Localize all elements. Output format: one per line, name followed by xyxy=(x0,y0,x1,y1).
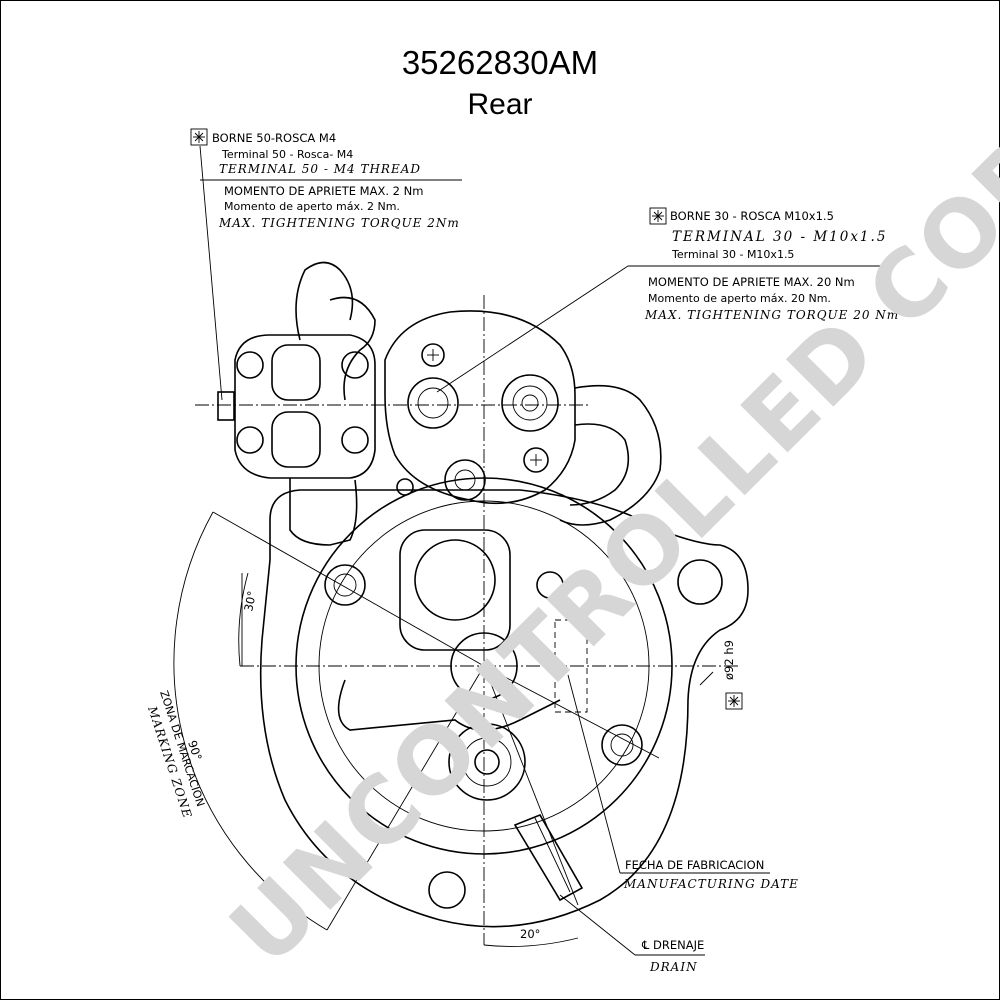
part-number: 35262830AM xyxy=(401,44,599,81)
drain-annotation: ℄ DRENAJE DRAIN xyxy=(559,894,705,974)
diameter-label: ø92 h9 xyxy=(722,640,736,680)
braided-cable xyxy=(559,384,662,526)
drain-label-en: DRAIN xyxy=(649,960,698,974)
manufacturing-date-annotation: FECHA DE FABRICACION MANUFACTURING DATE xyxy=(567,674,799,891)
date-label-en: MANUFACTURING DATE xyxy=(623,877,799,891)
centerlines xyxy=(195,295,740,945)
terminal-50-line2: Terminal 50 - Rosca- M4 xyxy=(221,148,353,161)
terminal-30-torque3: MAX. TIGHTENING TORQUE 20 Nm xyxy=(644,308,899,322)
terminal-50-line3: TERMINAL 50 - M4 THREAD xyxy=(219,162,421,176)
terminal-30-line1: BORNE 30 - ROSCA M10x1.5 xyxy=(670,209,834,223)
asterisk-box-icon xyxy=(649,207,667,225)
date-label-es: FECHA DE FABRICACION xyxy=(625,858,764,872)
relay-assembly xyxy=(217,261,376,546)
angle-20-label: 20° xyxy=(520,927,540,941)
solenoid-terminal-block xyxy=(384,310,576,505)
terminal-30-torque2: Momento de aperto máx. 20 Nm. xyxy=(648,292,831,305)
asterisk-icon xyxy=(728,695,740,707)
terminal-30-line3: Terminal 30 - M10x1.5 xyxy=(671,248,794,261)
asterisk-box-icon xyxy=(190,128,208,146)
angle-90-label: 90° xyxy=(185,739,205,763)
view-name: Rear xyxy=(467,88,533,121)
terminal-30-torque1: MOMENTO DE APRIETE MAX. 20 Nm xyxy=(648,275,855,289)
terminal-50-line1: BORNE 50-ROSCA M4 xyxy=(212,131,336,145)
terminal-50-torque1: MOMENTO DE APRIETE MAX. 2 Nm xyxy=(224,184,423,198)
asterisk-box-icon xyxy=(725,692,743,710)
terminal-50-torque2: Momento de aperto máx. 2 Nm. xyxy=(224,200,400,213)
terminal-30-line2: TERMINAL 30 - M10x1.5 xyxy=(672,229,887,245)
terminal-50-annotation: BORNE 50-ROSCA M4 Terminal 50 - Rosca- M… xyxy=(190,128,462,401)
asterisk-icon xyxy=(652,210,664,222)
centerline-icon: ℄ xyxy=(641,938,650,952)
terminal-30-annotation: BORNE 30 - ROSCA M10x1.5 TERMINAL 30 - M… xyxy=(436,207,899,393)
angle-30-label: 30° xyxy=(241,590,259,613)
starter-motor-body xyxy=(212,477,749,931)
asterisk-icon xyxy=(193,131,205,143)
dimensions: 30° 90° 20° ø92 h9 xyxy=(173,511,743,947)
drain-label-es: DRENAJE xyxy=(653,938,704,952)
terminal-50-torque3: MAX. TIGHTENING TORQUE 2Nm xyxy=(218,216,460,230)
